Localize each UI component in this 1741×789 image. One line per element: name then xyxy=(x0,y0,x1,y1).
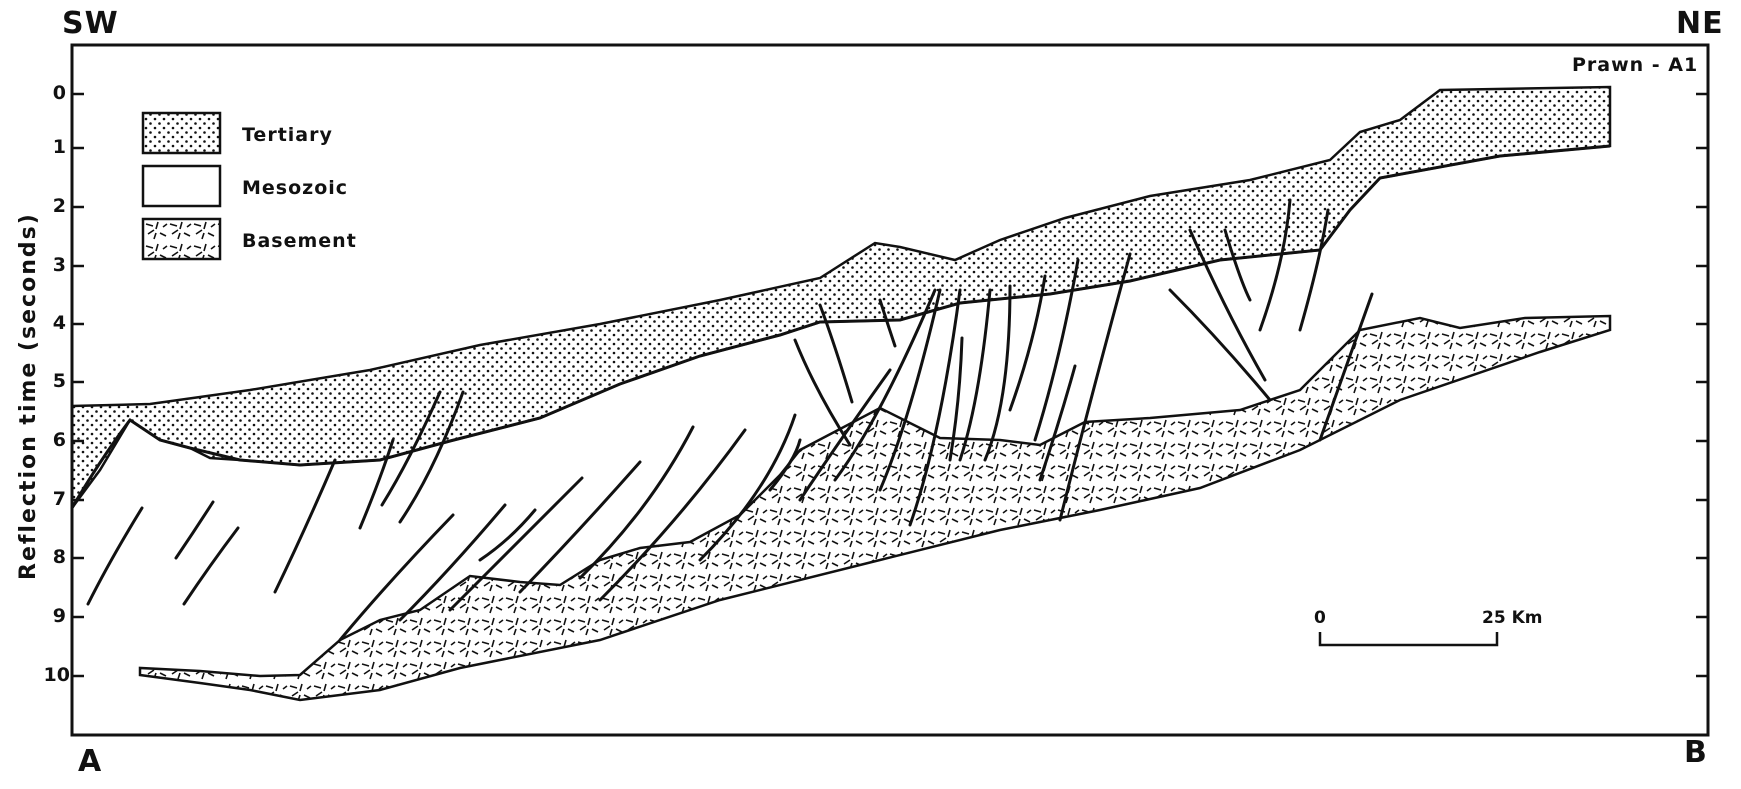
y-tick-label: 0 xyxy=(26,82,66,104)
y-tick-label: 5 xyxy=(26,370,66,392)
y-tick-label: 1 xyxy=(26,136,66,158)
scale-bar-start-label: 0 xyxy=(1314,608,1326,628)
legend-swatch-mesozoic xyxy=(143,166,220,206)
legend-swatch-tertiary xyxy=(143,113,220,153)
y-tick-label: 10 xyxy=(30,664,70,686)
legend-label-tertiary: Tertiary xyxy=(242,124,333,146)
y-tick-label: 9 xyxy=(26,605,66,627)
orientation-right-label: NE xyxy=(1676,6,1724,41)
scale-bar xyxy=(1320,632,1497,645)
y-tick-label: 6 xyxy=(26,429,66,451)
legend-label-mesozoic: Mesozoic xyxy=(242,177,348,199)
legend-label-basement: Basement xyxy=(242,230,357,252)
orientation-left-label: SW xyxy=(62,6,119,41)
legend-swatch-basement xyxy=(143,219,220,259)
section-end-label: B xyxy=(1684,735,1708,770)
y-tick-label: 7 xyxy=(26,488,66,510)
y-tick-label: 4 xyxy=(26,312,66,334)
y-tick-label: 3 xyxy=(26,254,66,276)
y-tick-label: 8 xyxy=(26,546,66,568)
section-start-label: A xyxy=(78,744,102,779)
scale-bar-end-label: 25 Km xyxy=(1482,608,1542,628)
well-label: Prawn - A1 xyxy=(1572,54,1698,76)
y-tick-label: 2 xyxy=(26,195,66,217)
